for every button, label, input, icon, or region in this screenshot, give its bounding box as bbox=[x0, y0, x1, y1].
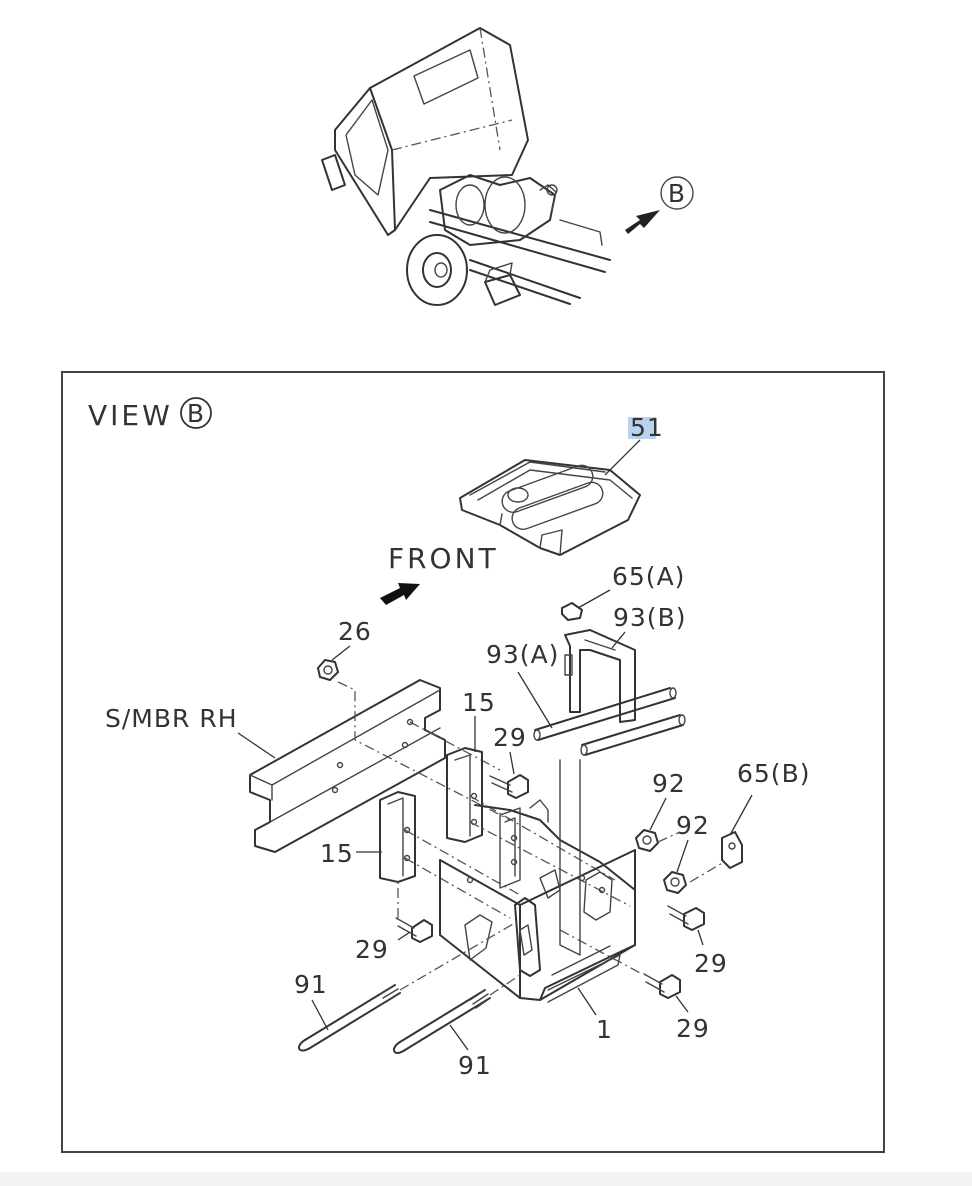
callout-15-upper[interactable]: 15 bbox=[462, 688, 496, 717]
bolt-29-right-part bbox=[667, 905, 705, 931]
callout-15-lower[interactable]: 15 bbox=[320, 839, 354, 868]
callout-65b[interactable]: 65(B) bbox=[737, 759, 810, 788]
side-member-part bbox=[249, 679, 446, 853]
view-title-marker: B bbox=[187, 399, 205, 428]
callout-26[interactable]: 26 bbox=[338, 617, 372, 646]
bolt-29-upper-part bbox=[489, 774, 529, 799]
callout-51[interactable]: 51 bbox=[630, 413, 664, 442]
callout-91-left[interactable]: 91 bbox=[294, 970, 328, 999]
front-label: FRONT bbox=[388, 542, 499, 575]
bolt-29-bottom-part bbox=[643, 973, 681, 999]
bottom-strip bbox=[0, 1172, 972, 1186]
hold-down-part bbox=[533, 602, 686, 756]
callout-29-left[interactable]: 29 bbox=[355, 935, 389, 964]
member-label: S/MBR RH bbox=[105, 704, 238, 733]
clip-65b-part bbox=[721, 831, 743, 869]
callout-91-right[interactable]: 91 bbox=[458, 1051, 492, 1080]
bolt-29-left-part bbox=[395, 917, 433, 943]
battery-carrier-part bbox=[439, 759, 636, 1003]
nut-26-part bbox=[317, 659, 339, 681]
callout-92-upper[interactable]: 92 bbox=[652, 769, 686, 798]
truck-overview-illustration: B bbox=[321, 27, 694, 306]
callout-29-bottom[interactable]: 29 bbox=[676, 1014, 710, 1043]
view-frame bbox=[61, 371, 885, 1153]
callout-1[interactable]: 1 bbox=[596, 1015, 613, 1044]
spacer-15-upper-part bbox=[446, 747, 483, 843]
callout-93a[interactable]: 93(A) bbox=[486, 640, 559, 669]
callout-29-right[interactable]: 29 bbox=[694, 949, 728, 978]
j-bolt-91-left-part bbox=[298, 984, 401, 1052]
view-title: VIEW bbox=[88, 399, 173, 432]
spacer-15-lower-part bbox=[379, 791, 416, 883]
callout-92-lower[interactable]: 92 bbox=[676, 811, 710, 840]
j-bolt-91-right-part bbox=[393, 989, 491, 1054]
front-arrow-icon bbox=[380, 583, 420, 605]
callout-29-upper[interactable]: 29 bbox=[493, 723, 527, 752]
highlighted-callout-box bbox=[628, 417, 656, 439]
callout-93b[interactable]: 93(B) bbox=[613, 603, 686, 632]
nut-92-upper-part bbox=[635, 829, 659, 852]
callout-65a[interactable]: 65(A) bbox=[612, 562, 685, 591]
nut-92-lower-part bbox=[663, 871, 687, 894]
battery-part bbox=[459, 459, 641, 556]
overview-view-marker: B bbox=[668, 179, 686, 208]
